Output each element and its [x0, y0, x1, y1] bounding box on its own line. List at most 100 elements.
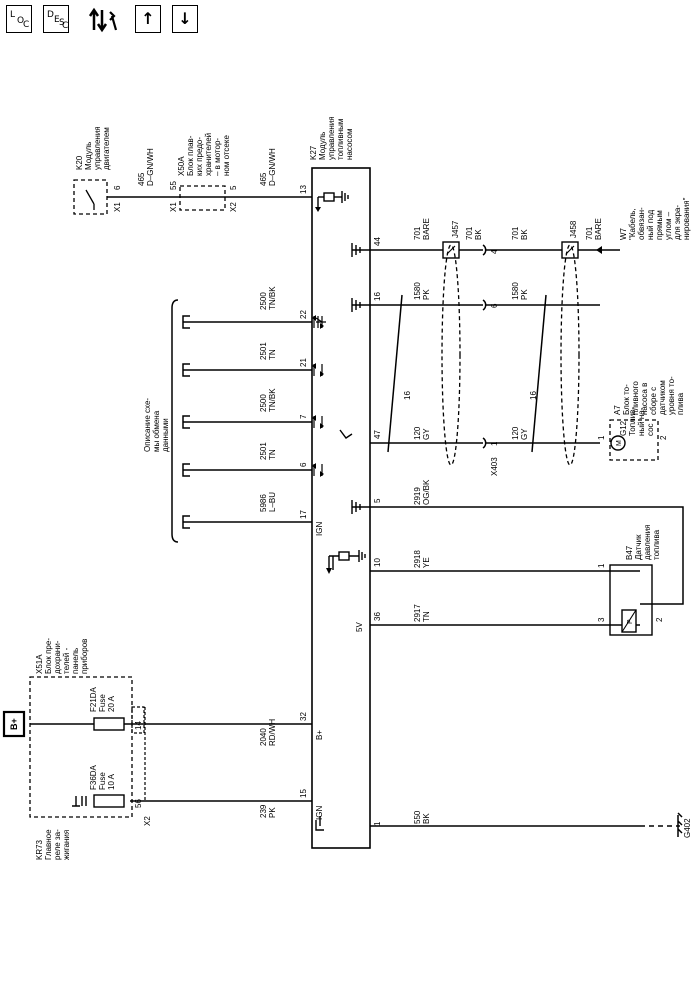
svg-text:TN: TN [422, 611, 431, 622]
svg-text:X1: X1 [113, 202, 122, 212]
svg-text:3: 3 [597, 617, 606, 622]
data-arrows [312, 315, 326, 477]
svg-text:мы обмена: мы обмена [152, 410, 161, 452]
svg-text:44: 44 [373, 237, 382, 246]
svg-text:7: 7 [299, 414, 308, 419]
svg-text:BK: BK [520, 229, 529, 240]
fuse-f36da [93, 794, 125, 808]
desc-label-c: C [62, 21, 69, 31]
svg-text:X1: X1 [169, 202, 178, 212]
svg-text:Описание схе-: Описание схе- [143, 398, 152, 452]
svg-text:BK: BK [474, 229, 483, 240]
svg-text:2917: 2917 [413, 604, 422, 622]
svg-text:56: 56 [134, 799, 143, 808]
svg-text:IGN: IGN [315, 522, 324, 536]
svg-text:32: 32 [299, 712, 308, 721]
bplus-box [2, 710, 26, 738]
svg-text:1580: 1580 [413, 282, 422, 300]
svg-text:PK: PK [268, 807, 277, 818]
svg-text:20 A: 20 A [107, 695, 116, 712]
svg-text:дохрани-: дохрани- [53, 640, 62, 674]
svg-text:для экра-: для экра- [673, 205, 682, 240]
svg-text:J458: J458 [569, 220, 578, 238]
pin13-bias [317, 191, 349, 210]
svg-text:X2: X2 [229, 202, 238, 212]
svg-text:OG/BK: OG/BK [422, 479, 431, 505]
twisted-pair-lines [387, 294, 547, 453]
svg-text:D–GN/WH: D–GN/WH [146, 148, 155, 186]
svg-text:15: 15 [299, 789, 308, 798]
svg-text:120: 120 [511, 426, 520, 440]
svg-text:ких предо-: ких предо- [195, 137, 204, 176]
svg-text:5: 5 [229, 185, 238, 190]
svg-text:120: 120 [413, 426, 422, 440]
svg-text:Fuse: Fuse [98, 772, 107, 790]
k20-box [73, 179, 108, 215]
svg-text:Датчик: Датчик [634, 534, 643, 560]
arrow-up-button[interactable]: ↑ [135, 5, 161, 33]
loc-label-l: L [10, 10, 16, 20]
svg-text:TN: TN [268, 349, 277, 360]
svg-text:сос: сос [646, 423, 655, 436]
desc-icon[interactable]: D E S C [43, 5, 69, 33]
svg-text:2500: 2500 [259, 394, 268, 412]
svg-text:плива: плива [676, 392, 685, 415]
svg-text:давления: давления [643, 524, 652, 560]
toolbar: L O C D E S C ↑ ↓ [0, 0, 700, 40]
svg-text:701: 701 [465, 226, 474, 240]
svg-text:обвязан-: обвязан- [637, 207, 646, 240]
svg-text:F21DA: F21DA [89, 686, 98, 712]
svg-text:K20: K20 [75, 155, 84, 170]
shield-ellipse-2 [560, 244, 580, 466]
svg-text:BARE: BARE [422, 218, 431, 240]
svg-text:GY: GY [422, 428, 431, 440]
svg-text:KR73: KR73 [35, 839, 44, 860]
loc-label-c: C [23, 20, 30, 30]
svg-text:F36DA: F36DA [89, 764, 98, 790]
svg-text:RD/WH: RD/WH [268, 719, 277, 746]
fuel-pump-motor [610, 435, 626, 451]
svg-text:6: 6 [113, 185, 122, 190]
svg-text:L–BU: L–BU [268, 492, 277, 512]
svg-text:насоса в: насоса в [640, 383, 649, 415]
svg-text:топлива: топлива [652, 529, 661, 560]
svg-text:Блок пре-: Блок пре- [44, 638, 53, 674]
arrow-down-button[interactable]: ↓ [172, 5, 198, 33]
svg-text:ный на-: ный на- [637, 407, 646, 436]
svg-text:16: 16 [529, 391, 538, 400]
svg-text:жигания: жигания [62, 830, 71, 860]
svg-text:Топлив-: Топлив- [628, 407, 637, 436]
bplus-label: B+ [9, 718, 19, 730]
left-wires [30, 196, 312, 802]
svg-text:10 A: 10 A [107, 773, 116, 790]
svg-text:управления: управления [327, 116, 336, 160]
svg-text:55: 55 [169, 181, 178, 190]
loc-icon[interactable]: L O C [6, 5, 32, 33]
wrench-arrows-icon[interactable] [88, 4, 118, 34]
kr73-relay [72, 796, 87, 807]
svg-text:X51A: X51A [35, 654, 44, 674]
svg-text:21: 21 [299, 358, 308, 367]
svg-text:управления: управления [93, 126, 102, 170]
svg-text:701: 701 [511, 226, 520, 240]
svg-text:D–GN/WH: D–GN/WH [268, 148, 277, 186]
svg-text:BARE: BARE [594, 218, 603, 240]
svg-text:IGN: IGN [315, 806, 324, 820]
arrow-up-icon: ↑ [141, 9, 155, 28]
svg-text:приборов: приборов [80, 639, 89, 674]
svg-text:X50A: X50A [177, 156, 186, 176]
svg-text:465: 465 [137, 172, 146, 186]
svg-text:2: 2 [659, 435, 668, 440]
inline-connectors [482, 244, 487, 449]
svg-text:1: 1 [373, 821, 382, 826]
svg-text:PK: PK [520, 289, 529, 300]
g402-ground [640, 812, 683, 837]
